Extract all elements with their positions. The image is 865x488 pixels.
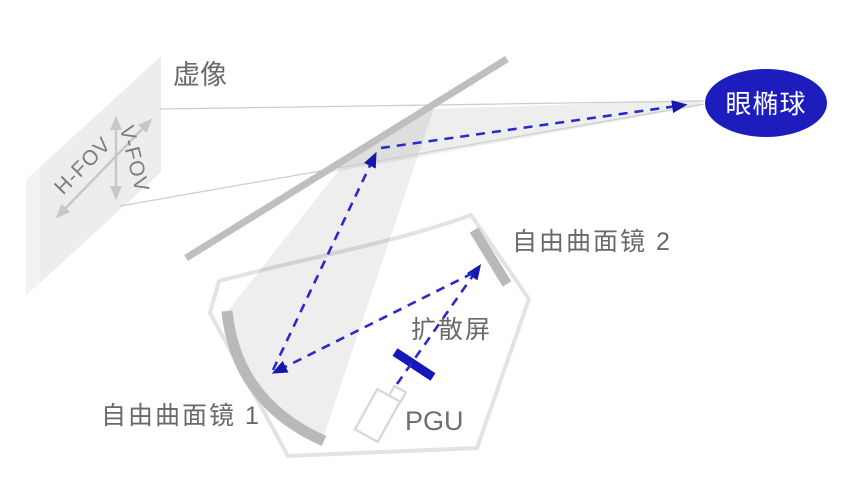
ray-windshield-to-eyebox bbox=[380, 100, 688, 150]
virtual-image-side-face bbox=[26, 167, 40, 295]
windshield bbox=[184, 56, 509, 261]
diffuser-label: 扩散屏 bbox=[411, 316, 492, 344]
eyebox-label: 眼椭球 bbox=[725, 89, 806, 119]
virtual-image-label: 虚像 bbox=[173, 60, 227, 90]
ray-pgu-to-mirror2 bbox=[395, 264, 482, 385]
sight-line-bottom bbox=[119, 103, 705, 207]
pgu-label: PGU bbox=[405, 406, 464, 436]
pgu-box bbox=[353, 387, 402, 444]
h-fov-arrow bbox=[55, 118, 153, 219]
beam-mirror1-to-windshield bbox=[227, 108, 434, 438]
hud-housing-outline bbox=[207, 212, 532, 459]
ray-mirror2-to-mirror1 bbox=[271, 271, 474, 374]
ray-mirror1-to-windshield bbox=[271, 151, 377, 371]
mirror-1-label: 自由曲面镜 1 bbox=[101, 402, 261, 430]
freeform-mirror-1 bbox=[221, 310, 327, 447]
freeform-mirror-2 bbox=[469, 227, 512, 287]
pgu-unit bbox=[353, 384, 408, 444]
eyebox-ellipse bbox=[705, 69, 827, 137]
diffuser-bar bbox=[392, 348, 436, 381]
mirror-2-label: 自由曲面镜 2 bbox=[512, 228, 672, 256]
